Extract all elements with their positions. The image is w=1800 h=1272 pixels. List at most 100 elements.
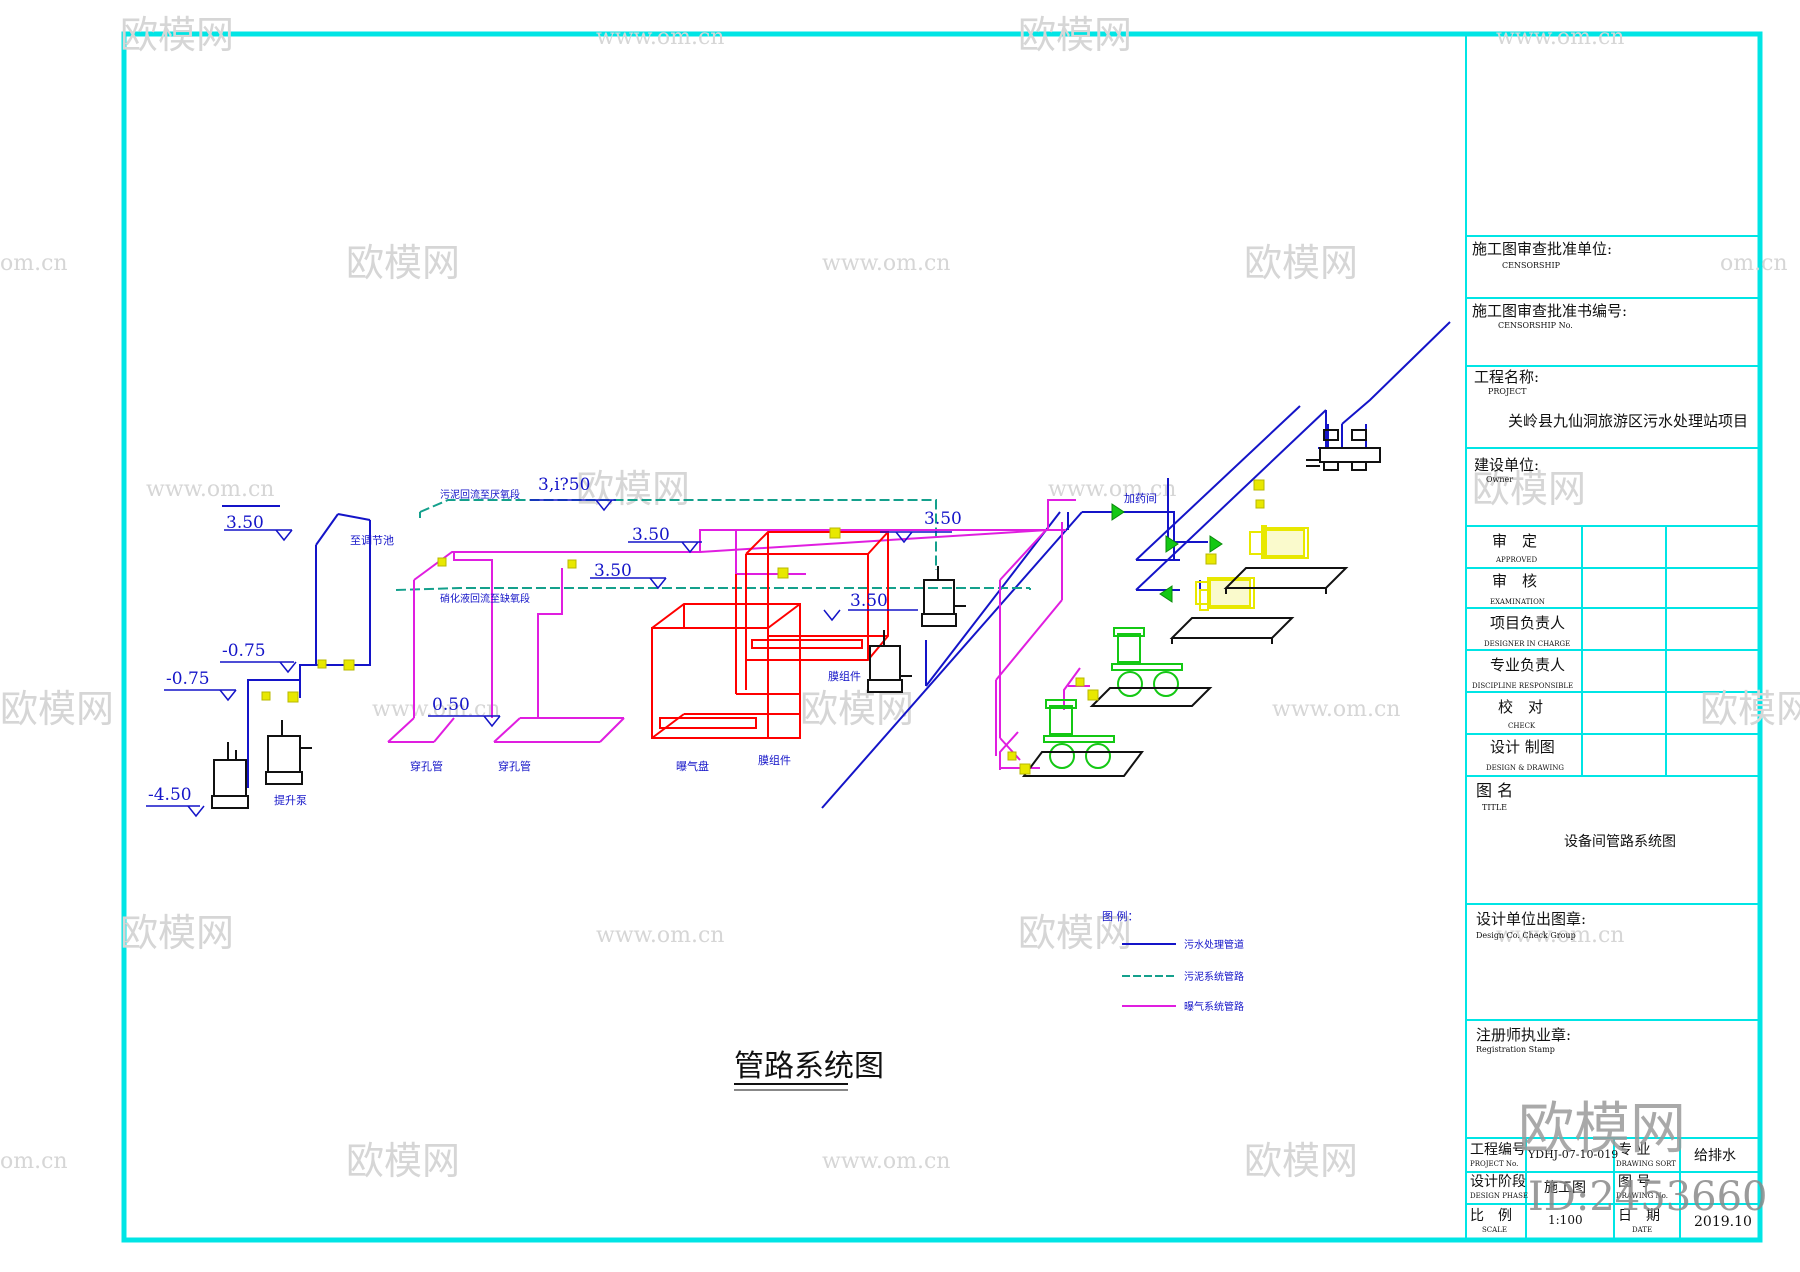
- svg-text:项目负责人: 项目负责人: [1490, 614, 1565, 632]
- svg-text:专业负责人: 专业负责人: [1490, 656, 1565, 674]
- svg-text:审 定: 审 定: [1492, 532, 1537, 550]
- svg-text:www.om.cn: www.om.cn: [1496, 25, 1624, 50]
- date-value: 2019.10: [1694, 1214, 1752, 1230]
- svg-text:CENSORSHIP No.: CENSORSHIP No.: [1498, 321, 1573, 330]
- aeration-piping: [387, 499, 1090, 770]
- svg-text:CHECK: CHECK: [1508, 722, 1536, 730]
- svg-text:DISCIPLINE RESPONSIBLE: DISCIPLINE RESPONSIBLE: [1472, 682, 1573, 690]
- svg-text:EXAMINATION: EXAMINATION: [1490, 598, 1545, 606]
- svg-text:施工图审查批准单位:: 施工图审查批准单位:: [1472, 240, 1612, 258]
- watermark-logo-6: 欧模网: [1472, 467, 1586, 511]
- phase-label-en: DESIGN PHASE: [1470, 1192, 1528, 1200]
- svg-text:审 核: 审 核: [1492, 572, 1537, 590]
- svg-text:欧模网: 欧模网: [800, 687, 914, 731]
- svg-text:TITLE: TITLE: [1482, 803, 1507, 812]
- elevation-e4: 3.50: [594, 561, 632, 581]
- svg-text:PROJECT No.: PROJECT No.: [1470, 1160, 1518, 1168]
- svg-text:3.50: 3.50: [924, 509, 962, 529]
- watermark-site-11: www.om.cn: [1496, 923, 1624, 948]
- label-sludge-return: 污泥回流至厌氧段: [440, 488, 520, 501]
- svg-text:3,i?50: 3,i?50: [538, 475, 590, 495]
- svg-text:ID:2453660: ID:2453660: [1528, 1174, 1768, 1220]
- censorship-unit: 施工图审查批准单位:: [1472, 240, 1612, 258]
- elevation-e6: 3.50: [850, 591, 888, 611]
- svg-text:APPROVED: APPROVED: [1495, 556, 1538, 564]
- watermark-site-12: om.cn: [0, 1149, 68, 1174]
- elevation-labels: 3.50 3,i?50 3.50 3.50 3.50 3.50 -0.75 -0…: [148, 475, 962, 805]
- svg-text:比 例: 比 例: [1470, 1208, 1512, 1224]
- role-discipline: 专业负责人: [1490, 656, 1565, 674]
- svg-text:施工图审查批准书编号:: 施工图审查批准书编号:: [1472, 302, 1627, 320]
- watermark-logo-9: 欧模网: [1700, 687, 1800, 731]
- svg-text:-4.50: -4.50: [148, 785, 192, 805]
- drawing-no-label-en: DRAWING No.: [1616, 1192, 1668, 1200]
- scale-label-en: SCALE: [1482, 1226, 1507, 1234]
- watermark-site-5: om.cn: [1720, 251, 1788, 276]
- watermark-site-6: www.om.cn: [146, 477, 274, 502]
- watermark-id: ID:2453660: [1528, 1174, 1768, 1220]
- svg-text:欧模网: 欧模网: [1700, 687, 1800, 731]
- watermark-logo-13: 欧模网: [1244, 1139, 1358, 1183]
- svg-text:校 对: 校 对: [1498, 698, 1543, 716]
- drawing-frame: [121, 31, 1763, 1243]
- svg-text:提升泵: 提升泵: [274, 794, 307, 807]
- drawing-title-label: 图 名: [1476, 781, 1513, 800]
- svg-text:2019.10: 2019.10: [1694, 1214, 1752, 1230]
- svg-text:DRAWING No.: DRAWING No.: [1616, 1192, 1668, 1200]
- svg-text:设计 制图: 设计 制图: [1490, 738, 1555, 756]
- label-membrane-2: 膜组件: [828, 669, 861, 683]
- major-label: 专 业: [1618, 1142, 1650, 1158]
- reg-stamp-label-en: Registration Stamp: [1476, 1045, 1555, 1054]
- date-label-en: DATE: [1632, 1226, 1652, 1234]
- svg-text:3.50: 3.50: [226, 513, 264, 533]
- owner-label-en: Owner: [1486, 475, 1513, 484]
- svg-text:www.om.cn: www.om.cn: [596, 923, 724, 948]
- sewage-piping: [222, 321, 1451, 809]
- svg-text:3.50: 3.50: [632, 525, 670, 545]
- watermark-site-4: www.om.cn: [822, 251, 950, 276]
- svg-text:日 期: 日 期: [1618, 1208, 1660, 1224]
- svg-text:www.om.cn: www.om.cn: [822, 1149, 950, 1174]
- svg-text:加药间: 加药间: [1124, 492, 1157, 505]
- svg-text:www.om.cn: www.om.cn: [372, 697, 500, 722]
- svg-text:曝气系统管路: 曝气系统管路: [1184, 1000, 1244, 1013]
- svg-text:欧模网: 欧模网: [346, 241, 460, 285]
- label-to-reg-tank: 至调节池: [350, 534, 394, 547]
- svg-text:至调节池: 至调节池: [350, 534, 394, 547]
- watermark-logo-11: 欧模网: [1018, 911, 1132, 955]
- elevation-e7: -0.75: [222, 641, 266, 661]
- scale-label: 比 例: [1470, 1208, 1512, 1224]
- project-label-en: PROJECT: [1488, 387, 1527, 396]
- role-examination-en: EXAMINATION: [1490, 598, 1545, 606]
- pipe-labels: 至调节池 污泥回流至厌氧段 硝化液回流至缺氧段 穿孔管 穿孔管 曝气盘 膜组件 …: [274, 488, 1157, 807]
- blower-bases: [1169, 567, 1349, 644]
- svg-text:硝化液回流至缺氧段: 硝化液回流至缺氧段: [440, 592, 530, 605]
- project-label: 工程名称:: [1474, 368, 1539, 386]
- svg-text:www.om.cn: www.om.cn: [822, 251, 950, 276]
- svg-text:注册师执业章:: 注册师执业章:: [1476, 1026, 1571, 1044]
- svg-text:3.50: 3.50: [594, 561, 632, 581]
- title-block: 施工图审查批准单位: CENSORSHIP 施工图审查批准书编号: CENSOR…: [1470, 240, 1752, 1234]
- blower-base: [1306, 429, 1381, 471]
- svg-text:DESIGN PHASE: DESIGN PHASE: [1470, 1192, 1528, 1200]
- svg-text:图 例：: 图 例：: [1102, 909, 1139, 923]
- svg-text:给排水: 给排水: [1694, 1148, 1736, 1164]
- watermark-logo-1: 欧模网: [120, 13, 234, 57]
- watermark-site-8: www.om.cn: [372, 697, 500, 722]
- tanks: [651, 531, 889, 739]
- svg-text:欧模网: 欧模网: [1244, 1139, 1358, 1183]
- watermark-site-7: www.om.cn: [1048, 477, 1176, 502]
- elevation-e1: 3.50: [226, 513, 264, 533]
- svg-text:Design Co. Check Group: Design Co. Check Group: [1476, 931, 1576, 940]
- elevation-e8: -0.75: [166, 669, 210, 689]
- role-examination: 审 核: [1492, 572, 1537, 590]
- label-dosing: 加药间: [1124, 492, 1157, 505]
- watermark-logo-8: 欧模网: [800, 687, 914, 731]
- submersible-pumps: [211, 566, 966, 809]
- watermark-logo-12: 欧模网: [346, 1139, 460, 1183]
- svg-text:-0.75: -0.75: [166, 669, 210, 689]
- svg-text:欧模网: 欧模网: [1018, 13, 1132, 57]
- svg-text:膜组件: 膜组件: [828, 669, 861, 683]
- drawing-title: 管路系统图: [734, 1049, 884, 1091]
